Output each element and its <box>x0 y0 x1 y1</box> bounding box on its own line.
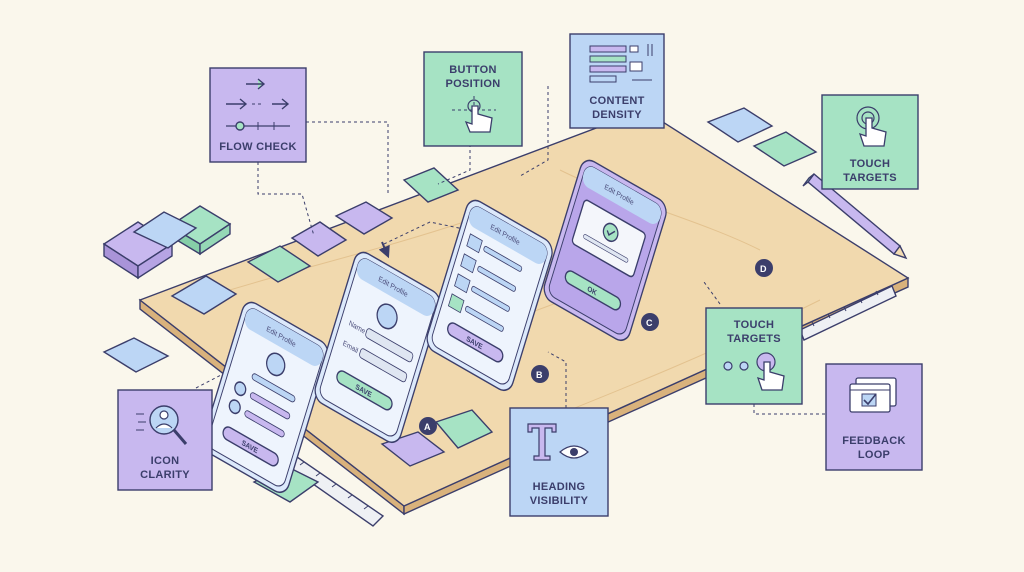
name-input[interactable] <box>365 328 414 363</box>
svg-text:LOOP: LOOP <box>858 449 890 461</box>
card-feedback-loop[interactable]: FEEDBACK LOOP <box>825 363 923 471</box>
svg-text:TOUCH: TOUCH <box>850 158 890 170</box>
svg-text:VISIBILITY: VISIBILITY <box>530 495 589 507</box>
phone-a-save-button[interactable] <box>222 425 280 468</box>
card-touch-targets-top[interactable]: TOUCH TARGETS <box>821 94 919 190</box>
card-heading-visibility[interactable]: HEADING VISIBILITY <box>509 407 609 517</box>
phone-c-marker: C <box>641 313 659 331</box>
layout-bars-icon <box>589 44 653 83</box>
svg-text:A: A <box>424 422 431 432</box>
text-eye-icon <box>527 423 589 461</box>
svg-text:DENSITY: DENSITY <box>592 109 642 121</box>
tap-hand-icon <box>723 352 785 391</box>
svg-text:POSITION: POSITION <box>446 78 501 90</box>
svg-text:TARGETS: TARGETS <box>727 333 781 345</box>
check-icon <box>602 222 619 243</box>
email-input[interactable] <box>359 348 408 383</box>
avatar-icon <box>228 399 241 415</box>
card-icon-clarity[interactable]: ICON CLARITY <box>117 389 213 491</box>
svg-text:BUTTON: BUTTON <box>449 64 496 76</box>
svg-text:TOUCH: TOUCH <box>734 319 774 331</box>
card-content-density[interactable]: CONTENT DENSITY <box>569 33 665 129</box>
svg-text:TARGETS: TARGETS <box>843 172 897 184</box>
card-flow-check[interactable]: FLOW CHECK <box>209 67 307 163</box>
phone-a-marker: A <box>419 417 437 435</box>
magnify-user-icon <box>136 405 188 445</box>
avatar-icon <box>266 352 286 377</box>
phone-b-save-button[interactable] <box>335 369 393 412</box>
svg-text:D: D <box>760 264 767 274</box>
phone-c[interactable]: Edit Profile SAVE <box>424 196 555 395</box>
svg-text:FEEDBACK: FEEDBACK <box>842 435 906 447</box>
phone-c-save-button[interactable] <box>446 321 504 364</box>
image-icon <box>466 233 483 254</box>
pencil <box>802 172 908 260</box>
svg-text:ICON: ICON <box>151 455 180 467</box>
avatar-icon <box>234 381 247 397</box>
svg-text:B: B <box>536 370 543 380</box>
phone-b-marker: B <box>531 365 549 383</box>
flow-check-label: FLOW CHECK <box>219 141 297 153</box>
image-icon <box>447 293 465 314</box>
card-touch-targets-mid[interactable]: TOUCH TARGETS <box>705 307 803 405</box>
image-icon <box>454 273 471 294</box>
phone-d-marker: D <box>755 259 773 277</box>
card-button-position[interactable]: BUTTON POSITION <box>423 51 523 147</box>
image-icon <box>460 253 477 274</box>
phone-a[interactable]: Edit Profile SAVE <box>200 298 331 497</box>
svg-text:CLARITY: CLARITY <box>140 469 190 481</box>
phone-d-ok-button[interactable] <box>564 269 622 312</box>
checkbox-window-icon <box>849 377 897 413</box>
flow-arrows-icon <box>226 78 290 131</box>
svg-text:HEADING: HEADING <box>533 481 586 493</box>
svg-text:CONTENT: CONTENT <box>589 95 644 107</box>
tap-hand-icon <box>452 96 496 133</box>
avatar-icon <box>376 303 398 330</box>
phone-b[interactable]: Edit Profile Name Email SAVE <box>312 248 443 447</box>
svg-text:C: C <box>646 318 653 328</box>
phone-d[interactable]: Edit Profile OK <box>541 156 669 345</box>
tap-hand-icon <box>856 106 887 147</box>
